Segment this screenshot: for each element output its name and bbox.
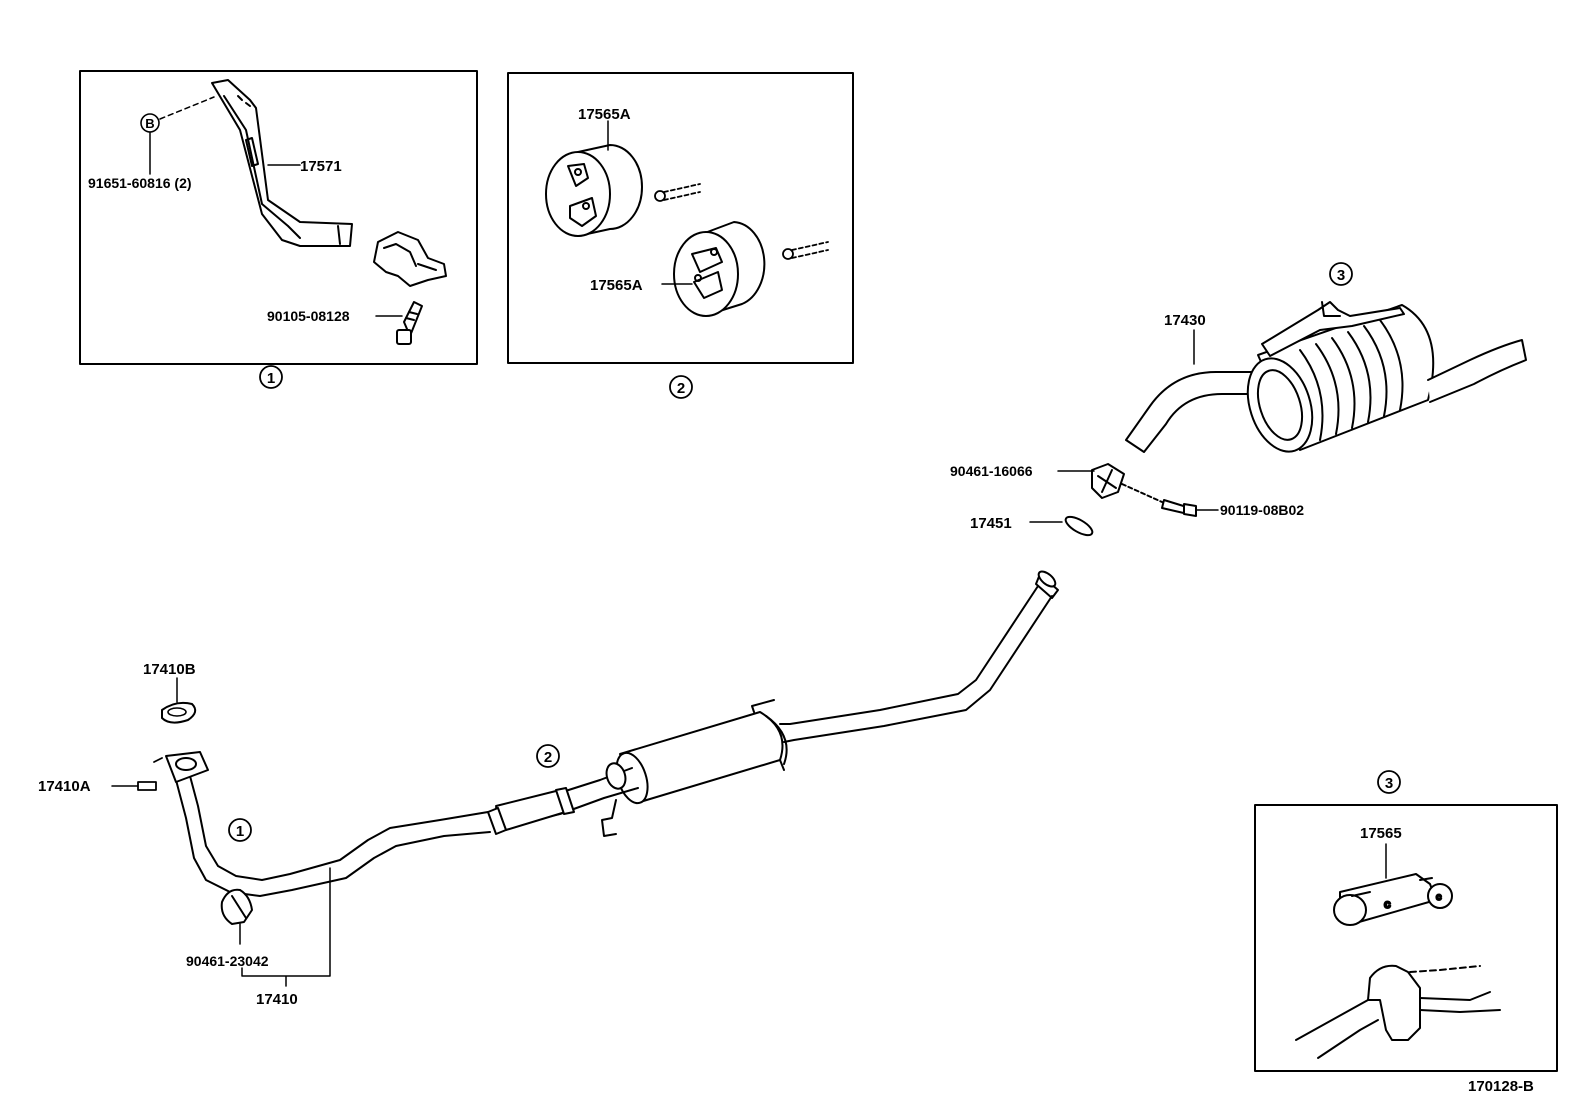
pin-top-drawing (654, 183, 701, 202)
stud-17410a-drawing (137, 757, 163, 791)
callout-1-inset: 1 (259, 365, 283, 389)
gasket-17451-drawing (1064, 515, 1094, 537)
exhaust-clamp-drawing (373, 231, 447, 287)
svg-text:2: 2 (677, 380, 685, 397)
callout-3-muffler: 3 (1329, 262, 1353, 286)
bolt-90105-drawing (396, 301, 423, 345)
diagram-code: 170128-B (1468, 1078, 1534, 1095)
pin-bottom-drawing (782, 241, 829, 260)
inset-2-frame (507, 72, 854, 364)
label-17571: 17571 (300, 158, 342, 175)
hanger-17565a-top-drawing (545, 144, 643, 237)
label-91651-60816: 91651-60816 (2) (88, 175, 192, 191)
callout-2-inset: 2 (669, 375, 693, 399)
hanger-17565a-bottom-drawing (673, 221, 766, 317)
label-17451: 17451 (970, 515, 1012, 532)
inset-3-frame (1254, 804, 1558, 1072)
label-17565a-bottom: 17565A (590, 277, 643, 294)
label-17565: 17565 (1360, 825, 1402, 842)
b-reference-dashed-leader (159, 96, 215, 120)
label-17410: 17410 (256, 991, 298, 1008)
clamp-nut-90461-23042-drawing (220, 888, 253, 925)
svg-text:1: 1 (267, 370, 275, 387)
svg-text:2: 2 (544, 749, 552, 766)
label-90119-08b02: 90119-08B02 (1220, 502, 1304, 518)
flange-nut-90461-16066-drawing (1091, 463, 1125, 499)
b-reference-label: B (145, 116, 154, 131)
callout-2-main: 2 (536, 744, 560, 768)
label-90461-16066: 90461-16066 (950, 463, 1033, 479)
inset-1-frame (79, 70, 478, 365)
hanger-mount-detail-drawing (1295, 964, 1501, 1059)
callout-3-inset: 3 (1377, 770, 1401, 794)
label-90105-08128: 90105-08128 (267, 308, 350, 324)
callout-1-main: 1 (228, 818, 252, 842)
label-17430: 17430 (1164, 312, 1206, 329)
gasket-17410b-drawing (161, 701, 197, 724)
bracket-17571-drawing (211, 79, 353, 247)
inset-3-hanger-17565: c c 17565 (1254, 804, 1558, 1072)
label-90461-23042: 90461-23042 (186, 953, 269, 969)
label-17410a: 17410A (38, 778, 91, 795)
label-17565a-top: 17565A (578, 106, 631, 123)
main-exhaust-pipe-drawing (165, 570, 1059, 897)
label-17410b: 17410B (143, 661, 196, 678)
svg-text:3: 3 (1385, 775, 1393, 792)
bolt-90119-drawing (1121, 483, 1197, 517)
gasket-17410b-hole (167, 707, 187, 717)
inset-1-exhaust-bracket: B 91651-60816 (2) 17571 90105-08128 (79, 70, 478, 365)
bracket-leader-17410 (241, 867, 331, 987)
hanger-17565-drawing: c c (1333, 873, 1453, 926)
inset-2-rubber-hangers: 17565A 17565A (507, 72, 854, 364)
svg-text:c: c (1436, 892, 1442, 903)
svg-text:1: 1 (236, 823, 244, 840)
svg-text:c: c (1384, 897, 1391, 911)
svg-text:3: 3 (1337, 267, 1345, 284)
tail-pipe-muffler-17430 (1125, 301, 1527, 453)
